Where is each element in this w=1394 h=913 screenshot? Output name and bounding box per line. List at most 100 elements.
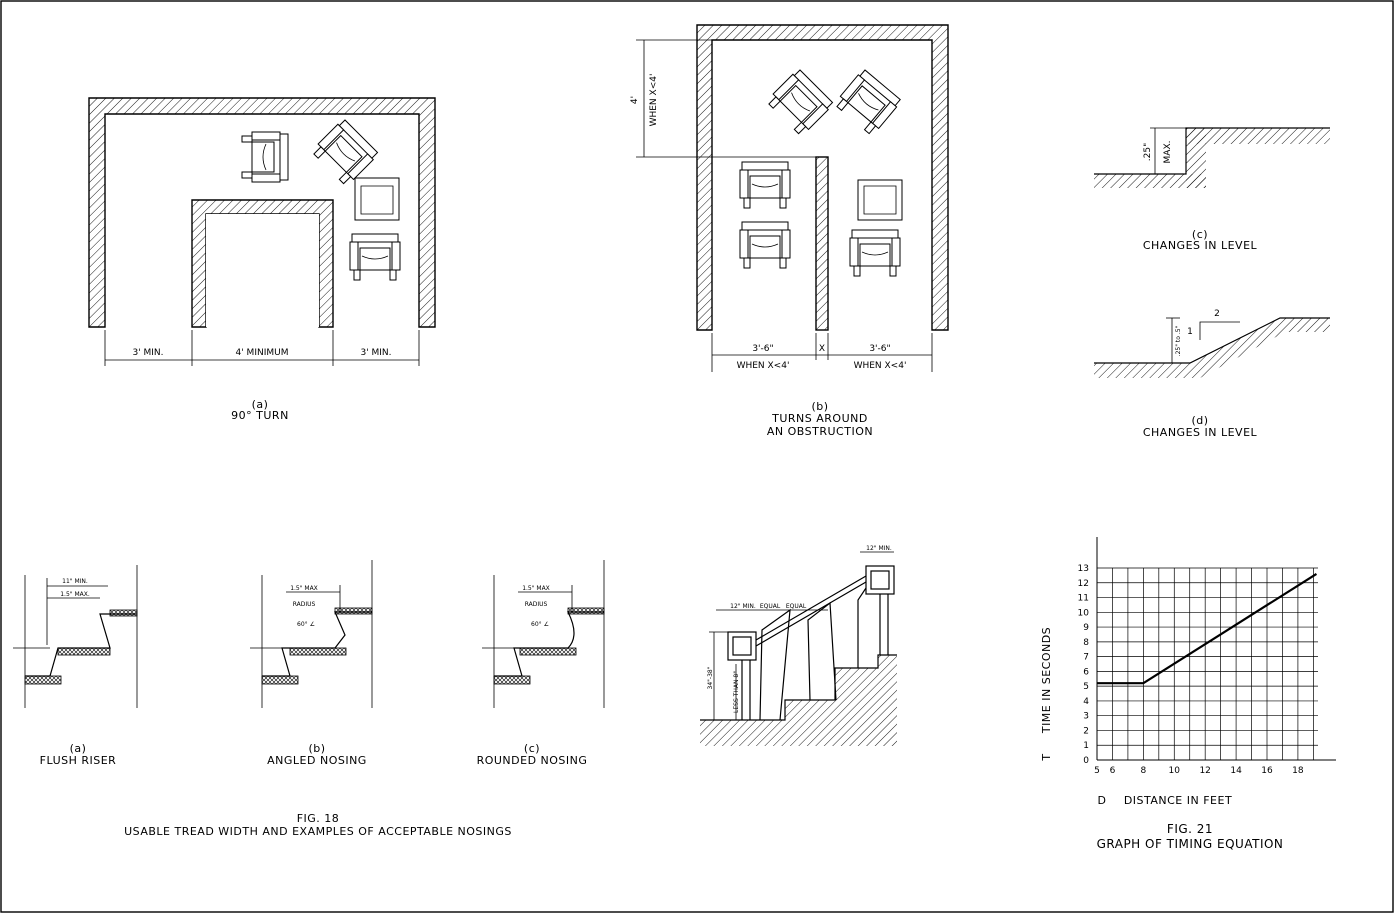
dim-right: 3' MIN.: [360, 348, 391, 358]
angle-label: 60° ∠: [531, 621, 549, 628]
figure-caption: ANGLED NOSING: [267, 754, 367, 767]
dimension-row: 3' MIN. 4' MINIMUM 3' MIN.: [104, 330, 420, 366]
y-axis-label: TIME IN SECONDS: [1040, 627, 1053, 734]
dim-tread: 11" MIN.: [62, 578, 88, 585]
dim-extension: 12" MIN.: [730, 603, 756, 610]
wheelchair-right-lower: [849, 229, 901, 277]
dim-left: 3' MIN.: [132, 348, 163, 358]
figure-caption-1: TURNS AROUND: [771, 412, 868, 425]
nosing-flush-riser: 11" MIN. 1.5" MAX. (a) FLUSH RISER: [13, 565, 138, 767]
chart-series: [1097, 572, 1318, 685]
y-tick-label: 8: [1083, 638, 1089, 648]
figure-letter: (d): [1191, 414, 1208, 427]
wheelchair-left-upper: [739, 161, 791, 209]
figure-level-d: .25" to .5" 1 2 (d) CHANGES IN LEVEL: [1094, 309, 1330, 439]
x-tick-label: 16: [1261, 766, 1273, 776]
figure-caption: 90° TURN: [231, 409, 289, 422]
figure-letter: (c): [524, 742, 540, 755]
outer-wall: [696, 24, 949, 331]
wheelchair-vertical: [349, 233, 401, 281]
dim-nosing: 1.5" MAX.: [60, 591, 90, 598]
nosing-angled: 1.5" MAX RADIUS 60° ∠ (b) ANGLED NOSING: [250, 560, 373, 767]
fig-18-caption: USABLE TREAD WIDTH AND EXAMPLES OF ACCEP…: [124, 825, 512, 838]
dim-top-extension: 12" MIN.: [866, 545, 892, 552]
dim-x: X: [819, 344, 825, 354]
y-tick-label: 7: [1083, 653, 1089, 663]
figure-letter: (a): [252, 398, 269, 411]
figure-caption-2: AN OBSTRUCTION: [767, 425, 873, 438]
dim-cond-right: WHEN X<4': [854, 361, 907, 371]
y-tick-label: 12: [1078, 579, 1089, 589]
y-tick-label: 1: [1083, 741, 1089, 751]
nosing-rounded: 1.5" MAX RADIUS 60° ∠ (c) ROUNDED NOSING: [477, 560, 605, 767]
slope-rise: 1: [1187, 327, 1193, 337]
dim-nosing: 1.5" MAX: [522, 585, 550, 592]
y-tick-label: 5: [1083, 682, 1089, 692]
x-tick-label: 10: [1169, 766, 1181, 776]
dim-right: 3'-6": [869, 344, 890, 354]
y-tick-label: 6: [1083, 667, 1089, 677]
figure-90-turn: 3' MIN. 4' MINIMUM 3' MIN. (a) 90° TURN: [88, 97, 436, 422]
center-wall: [815, 156, 829, 331]
handrail-stair: 12" MIN. 12" MIN. EQUAL EQUAL 34"-38" LE…: [700, 545, 897, 746]
fig-18-number: FIG. 18: [297, 812, 340, 825]
radius-label: RADIUS: [293, 601, 316, 608]
figure-letter: (c): [1192, 228, 1208, 241]
dim-nosing: 1.5" MAX: [290, 585, 318, 592]
y-tick-label: 10: [1078, 608, 1090, 618]
dim-middle: 4' MINIMUM: [236, 348, 289, 358]
y-tick-label: 4: [1083, 697, 1089, 707]
wheelchair-diagonal-left: [765, 68, 835, 137]
wheelchair-diagonal: [310, 118, 380, 187]
dim-equal-2: EQUAL: [786, 603, 807, 610]
figure-letter: (b): [308, 742, 325, 755]
dim-height: .25": [1143, 143, 1153, 161]
dim-equal-1: EQUAL: [760, 603, 781, 610]
x-tick-label: 18: [1292, 766, 1304, 776]
chart-subtitle: GRAPH OF TIMING EQUATION: [1097, 837, 1284, 851]
figure-caption: ROUNDED NOSING: [477, 754, 588, 767]
y-tick-label: 11: [1078, 594, 1089, 604]
dim-left: 3'-6": [752, 344, 773, 354]
y-tick-label: 3: [1083, 712, 1089, 722]
y-tick-label: 0: [1083, 756, 1089, 766]
x-axis-symbol: D: [1098, 794, 1107, 807]
series-line: [1097, 572, 1318, 685]
chart-title: FIG. 21: [1167, 822, 1213, 836]
dim-gap: LESS THAN 8": [733, 671, 740, 713]
wheelchair-right-upper: [857, 179, 903, 221]
x-axis-label: DISTANCE IN FEET: [1124, 794, 1232, 807]
x-tick-label: 6: [1110, 766, 1116, 776]
y-tick-label: 9: [1083, 623, 1089, 633]
slope-run: 2: [1214, 309, 1220, 319]
radius-label: RADIUS: [525, 601, 548, 608]
figure-letter: (b): [811, 400, 828, 413]
chart-grid: [1096, 537, 1336, 761]
x-tick-label: 12: [1199, 766, 1210, 776]
y-tick-label: 13: [1078, 564, 1089, 574]
dim-max: MAX.: [1163, 141, 1173, 164]
figure-caption: CHANGES IN LEVEL: [1143, 426, 1258, 439]
figure-caption: FLUSH RISER: [40, 754, 117, 767]
wheelchair-diagonal-right: [833, 68, 903, 137]
figure-letter: (a): [70, 742, 87, 755]
figure-level-c: .25" MAX. (c) CHANGES IN LEVEL: [1094, 127, 1330, 252]
angle-label: 60° ∠: [297, 621, 315, 628]
wheelchair-left-lower: [739, 221, 791, 269]
wheelchair-horizontal: [241, 131, 289, 183]
outer-wall: [88, 97, 436, 328]
dim-vertical-cond: WHEN X<4': [649, 74, 659, 127]
x-tick-label: 5: [1094, 766, 1100, 776]
dim-vertical: 4': [630, 96, 640, 104]
x-tick-label: 14: [1230, 766, 1242, 776]
wheelchair-vertical-2: [354, 177, 400, 221]
dim-height: .25" to .5": [1175, 325, 1182, 356]
dim-cond-left: WHEN X<4': [737, 361, 790, 371]
x-tick-label: 8: [1140, 766, 1146, 776]
figure-obstruction: 4' WHEN X<4' 3'-6" X 3'-6" WHEN X<4' WHE…: [630, 24, 949, 438]
